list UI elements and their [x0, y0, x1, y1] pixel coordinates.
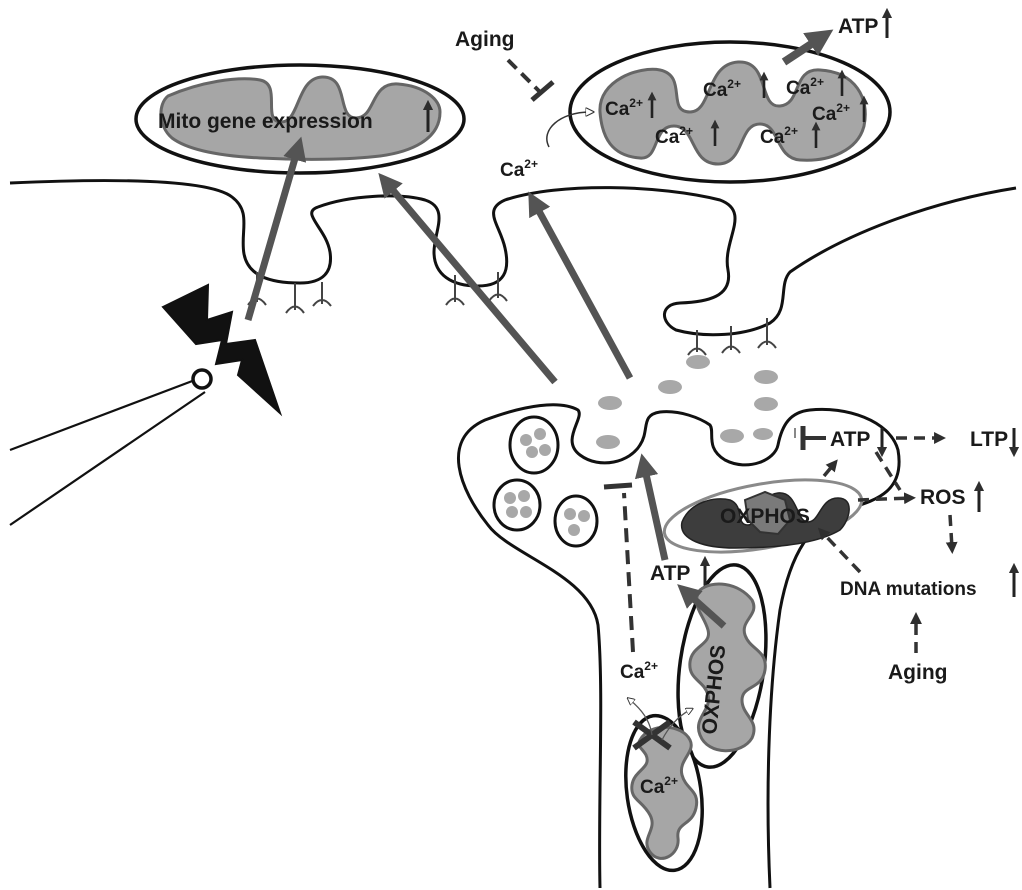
- postsynaptic-receptors: [248, 272, 776, 355]
- dendrite-membrane: [10, 181, 1016, 335]
- dna-mutations-label: DNA mutations: [840, 579, 977, 600]
- atp-top-group: ATP: [784, 13, 887, 62]
- ros-atp-link: [876, 452, 900, 490]
- atp-right-label: ATP: [830, 428, 870, 451]
- svg-text:Ca2+: Ca2+: [500, 157, 538, 181]
- ltp-label: LTP: [970, 428, 1008, 451]
- aging-bottom-label: Aging: [888, 661, 947, 684]
- presynaptic-mitochondrion: OXPHOS: [659, 467, 867, 565]
- oxphos-presyn-label: OXPHOS: [720, 505, 810, 528]
- stimulus-electrode: [10, 285, 280, 525]
- calcium-inhibition: [604, 485, 633, 652]
- atp-mito-arrow: [824, 464, 834, 476]
- atp-top-label: ATP: [838, 15, 878, 38]
- signal-arrows: [248, 148, 665, 560]
- aging-top-group: Aging: [455, 28, 553, 100]
- mito-gene-expression-label: Mito gene expression: [158, 110, 373, 133]
- ros-label: ROS: [920, 486, 966, 509]
- svg-text:Ca2+: Ca2+: [620, 659, 658, 683]
- electrode-icon: [10, 370, 211, 525]
- dna-mutations-group: DNA mutations: [822, 532, 1014, 600]
- ros-group: ROS: [858, 452, 979, 548]
- inhibition-bar: [604, 485, 632, 487]
- ros-dna-arrow: [950, 515, 952, 548]
- aging-bottom-group: Aging: [888, 618, 947, 684]
- aging-top-label: Aging: [455, 28, 514, 51]
- dendritic-mitochondrion-calcium: Ca2+ Ca2+ Ca2+ Ca2+ Ca2+ Ca2+: [570, 42, 890, 182]
- atp-axon-label: ATP: [650, 562, 690, 585]
- synaptic-vesicle-pools: [494, 417, 597, 546]
- aging-inhibition-line: [508, 60, 540, 92]
- dendritic-mitochondrion: Mito gene expression: [136, 65, 464, 173]
- oxphos-ros-arrow: [858, 498, 910, 500]
- lightning-bolt-icon: [163, 285, 280, 413]
- atp-ltp-group: ATP LTP: [795, 426, 1014, 476]
- inhibition-bar: [532, 82, 553, 100]
- dna-oxphos-arrow: [822, 532, 860, 572]
